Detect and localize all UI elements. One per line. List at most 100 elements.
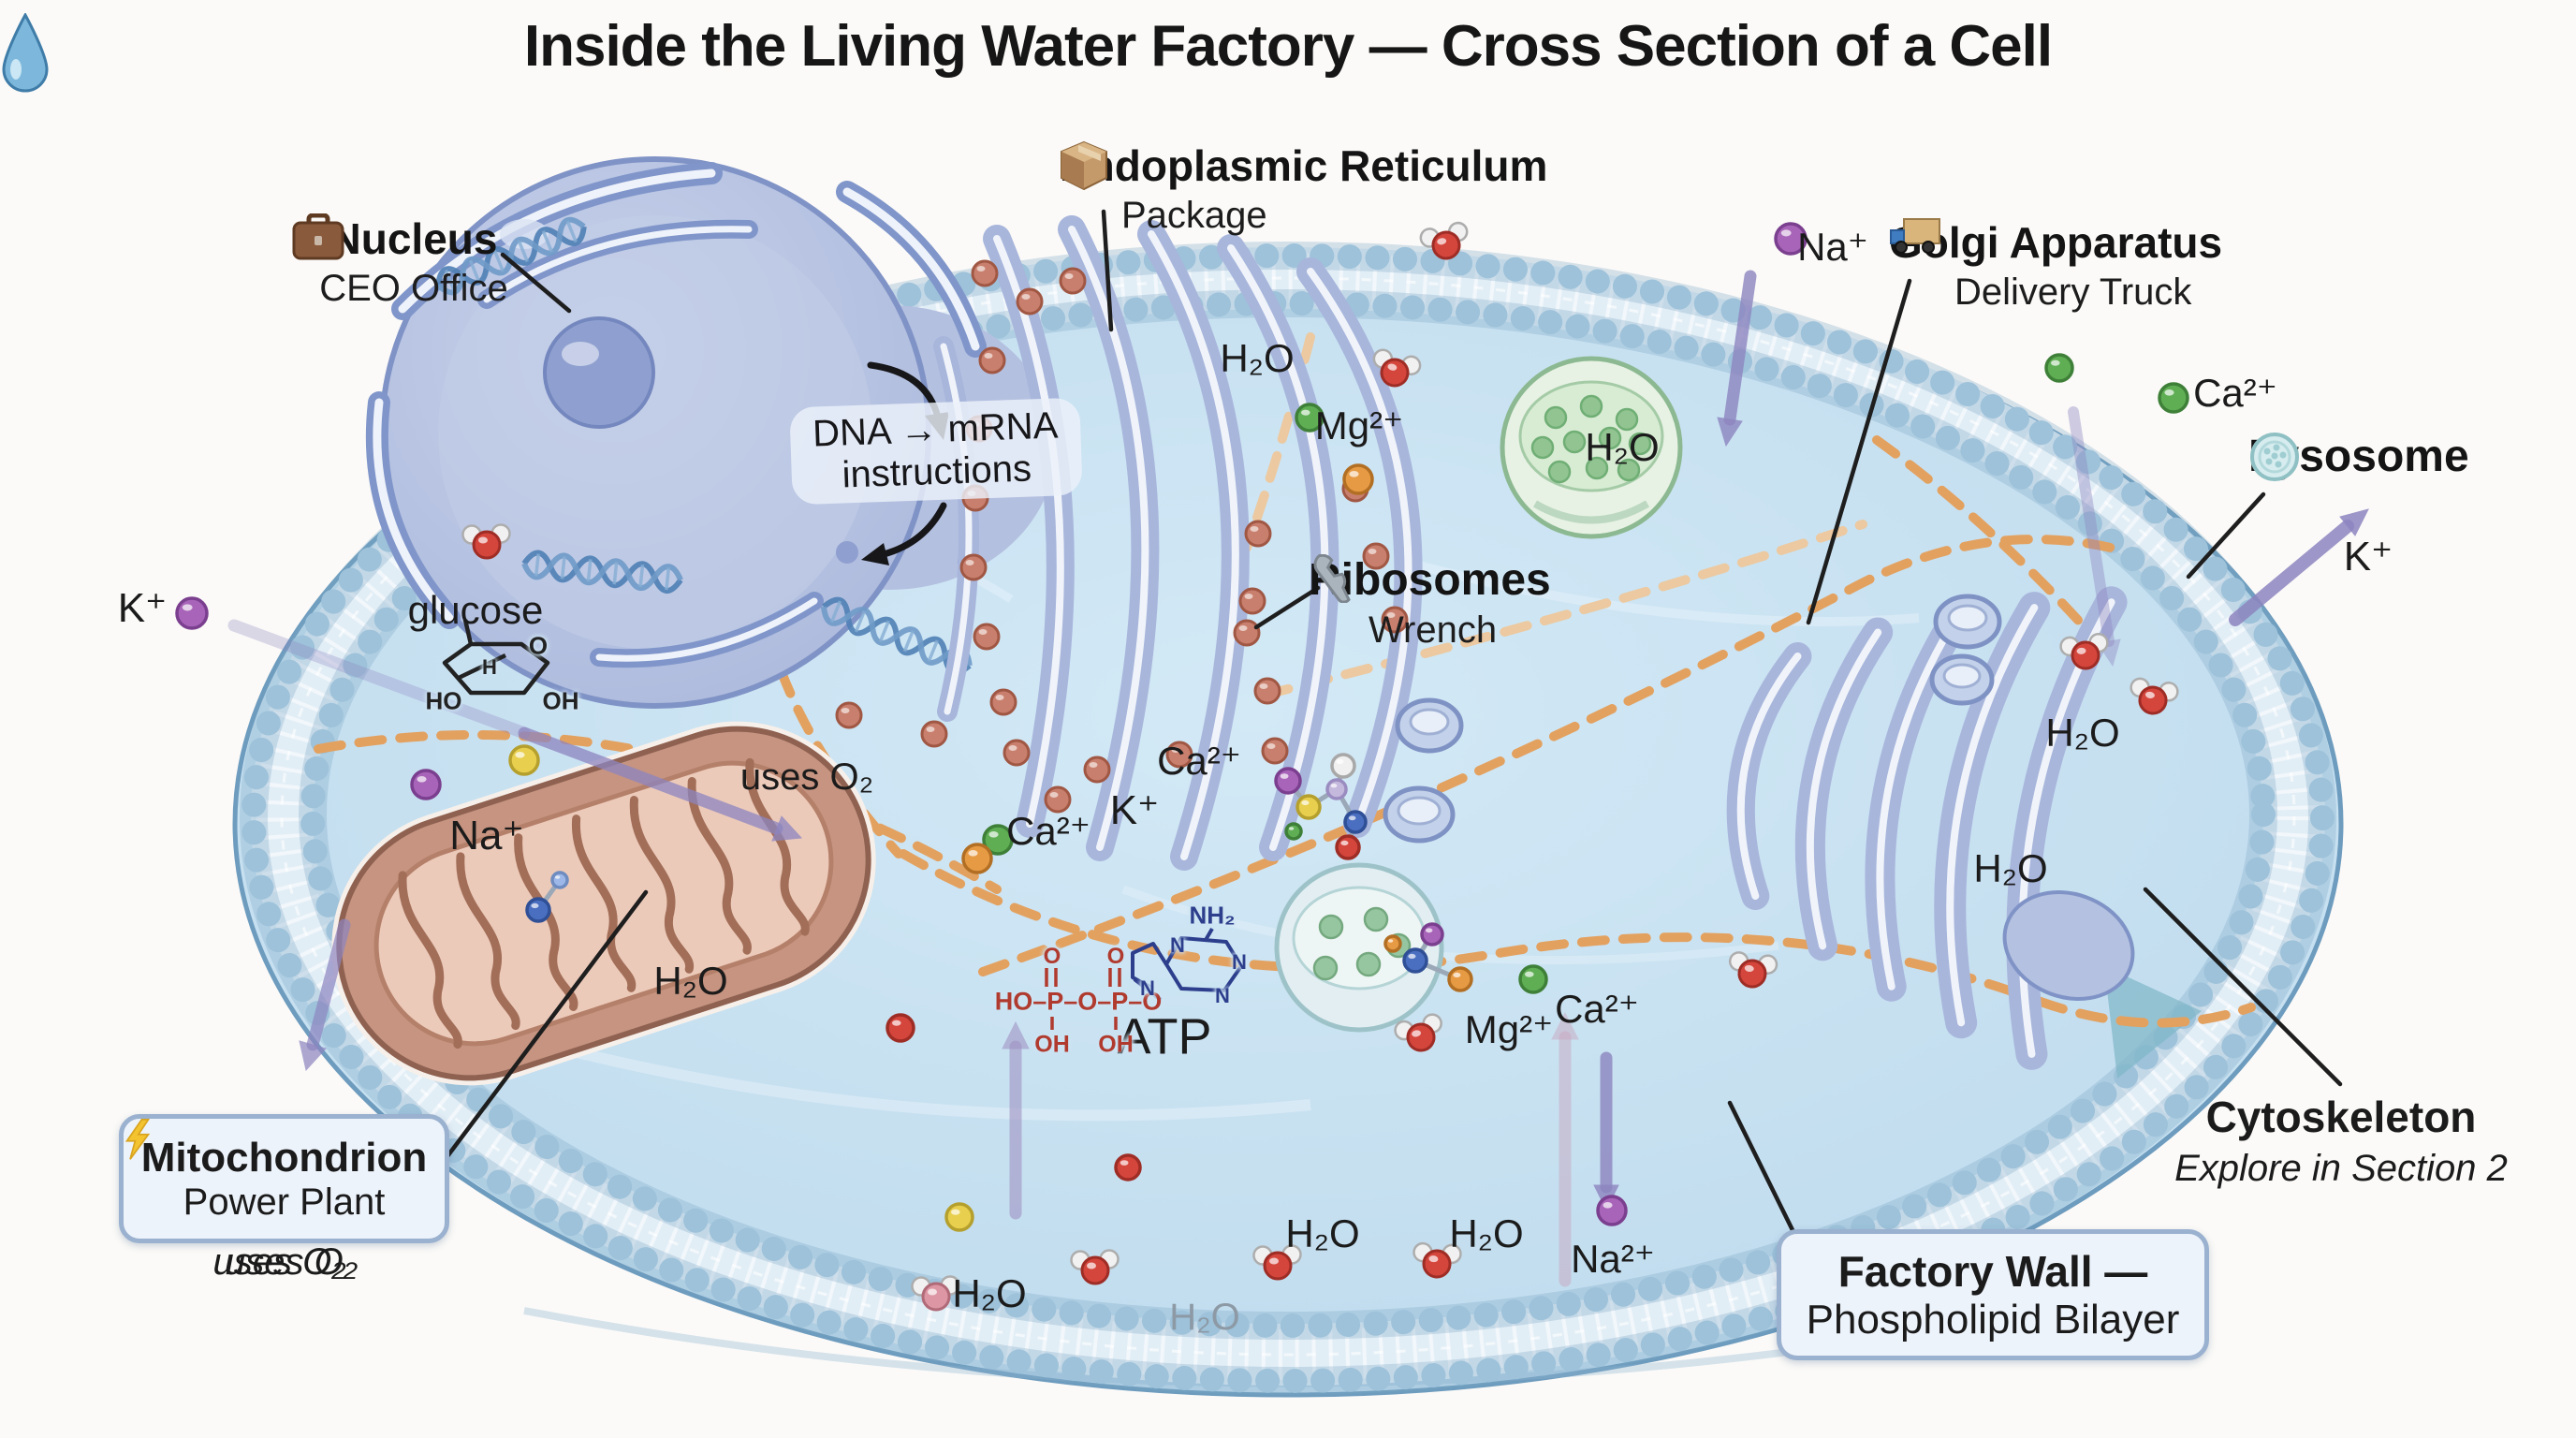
nucleus-title: Nucleus (329, 214, 498, 263)
plasma-membrane (240, 242, 2336, 1395)
chem-label: OH (1098, 1031, 1134, 1058)
chem-label: H (482, 655, 497, 679)
chem-label: OH (542, 686, 579, 715)
lysosome-label: Lysosome (2248, 431, 2469, 482)
chem-label: N (1170, 933, 1185, 957)
molecule-label: H₂O (653, 958, 728, 1003)
nucleus-subtitle: CEO Office (319, 268, 508, 309)
molecule-label: Na²⁺ (1571, 1236, 1655, 1281)
wrench-icon (1313, 554, 1351, 603)
molecule-label: uses O₂ (225, 1241, 358, 1283)
water-molecule (1419, 221, 1469, 260)
water-molecule (461, 523, 511, 560)
molecule-label: H₂O (1220, 335, 1295, 380)
water-molecules (461, 221, 2179, 1312)
molecule-label: glucose (407, 587, 544, 632)
dna-helix (435, 216, 973, 676)
secretory-vesicle-top (1500, 356, 1683, 539)
molecule-label: H₂O (1973, 845, 2048, 890)
mitochondrion-note: uses O₂ (212, 1241, 346, 1283)
chem-label: N (1140, 976, 1155, 1000)
water-drop-icon (2, 13, 49, 93)
membrane-channel (2104, 966, 2202, 1078)
molecule-label: H₂O (1449, 1211, 1524, 1255)
water-molecule (1070, 1249, 1120, 1285)
chem-label: OH (1034, 1031, 1070, 1058)
factory-wall-line1: Factory Wall — (1837, 1247, 2148, 1296)
mitochondrion-label: Mitochondrion Power Plant (119, 1114, 449, 1243)
chem-label: N (1215, 984, 1230, 1007)
ribosomes-label: Ribosomes Wrench (1309, 554, 1551, 652)
water-molecule (1372, 348, 1422, 388)
molecule-label: Na⁺ (1797, 224, 1868, 269)
page-title-row: Inside the Living Water Factory — Cross … (0, 13, 2576, 93)
chem-label: N (1232, 950, 1247, 974)
page-title: Inside the Living Water Factory — Cross … (523, 14, 2053, 79)
ribosomes-title: Ribosomes (1309, 555, 1551, 605)
chem-label: O (528, 631, 549, 660)
lightning-icon (124, 1119, 151, 1160)
endoplasmic-reticulum (933, 215, 1423, 871)
atp-structure (1045, 927, 1243, 1030)
transport-arrows (227, 270, 2369, 1287)
molecule-label: H₂O (952, 1270, 1027, 1315)
golgi-label: Golgi Apparatus Delivery Truck (1889, 217, 2222, 314)
chem-label: O (1106, 944, 1125, 969)
ribosomes-subtitle: Wrench (1368, 609, 1498, 651)
truck-icon (1890, 218, 1940, 254)
molecule-label: ATP (1117, 1008, 1212, 1065)
dna-helix-strand (435, 216, 587, 296)
molecule-label: Mg²⁺ (1314, 403, 1404, 448)
chem-label: NH₂ (1189, 901, 1236, 930)
package-icon (1061, 140, 1107, 191)
molecule-label: H₂O (1585, 424, 1660, 469)
chem-label: HO–P–O–P–O (994, 987, 1163, 1016)
molecule-label: H₂O (2045, 710, 2120, 755)
cytoskeleton-subtitle: Explore in Section 2 (2174, 1148, 2508, 1189)
molecule-label: Ca²⁺ (2193, 370, 2277, 415)
water-molecule (2059, 632, 2109, 670)
ribosome-dots (835, 259, 1409, 814)
molecule-label: Na⁺ (449, 812, 524, 858)
factory-wall-label: Factory Wall — Phospholipid Bilayer (1777, 1229, 2209, 1360)
molecule-label: H₂O (1285, 1211, 1360, 1255)
briefcase-icon (292, 213, 344, 260)
chem-label: O (1043, 944, 1061, 969)
water-molecule (1728, 951, 1778, 989)
chem-label: HO (425, 686, 462, 715)
water-molecule (1252, 1244, 1302, 1281)
molecule-label: uses O₂ (739, 756, 874, 798)
golgi-vesicles (1383, 594, 2002, 844)
molecule-label: K⁺ (2343, 533, 2393, 580)
water-molecule (1394, 1013, 1442, 1052)
golgi-subtitle: Delivery Truck (1954, 271, 2192, 313)
molecule-label: K⁺ (117, 584, 168, 631)
mitochondrion-title: Mitochondrion (140, 1134, 428, 1181)
ion-spheres (175, 222, 2189, 1232)
dna-helix-strand (521, 550, 683, 594)
water-molecule (2130, 677, 2179, 715)
nucleus-label: Nucleus CEO Office (292, 213, 535, 310)
molecule-label: Mg²⁺ (1464, 1006, 1554, 1051)
er-label: Endoplasmic Reticulum Package (1060, 140, 1547, 237)
molecule-label: Ca²⁺ (1006, 808, 1090, 853)
molecule-label: Ca²⁺ (1157, 738, 1241, 783)
nucleus (365, 156, 1056, 709)
golgi-title: Golgi Apparatus (1889, 218, 2223, 267)
mitochondrion-subtitle: Power Plant (183, 1181, 386, 1223)
glucose-structure (442, 619, 550, 696)
dna-helix-strand (821, 596, 973, 676)
cytoskeleton-label: Cytoskeleton Explore in Section 2 (2172, 1092, 2510, 1190)
lysosome-icon (2250, 433, 2299, 481)
water-molecule (911, 1275, 960, 1312)
molecule-label: K⁺ (1109, 786, 1160, 833)
water-molecule (1412, 1241, 1462, 1279)
molecule-label: Ca²⁺ (1555, 986, 1639, 1031)
er-subtitle: Package (1121, 195, 1267, 236)
cytoskeleton-title: Cytoskeleton (2205, 1093, 2477, 1141)
molecule-label: H₂O (1169, 1297, 1240, 1338)
er-title: Endoplasmic Reticulum (1060, 141, 1548, 190)
